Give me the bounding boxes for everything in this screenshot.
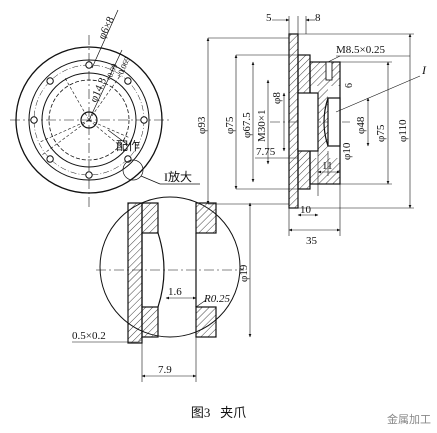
mounting-hole [46,77,54,85]
radius-label: R0.25 [203,293,230,305]
thread-hole [325,61,333,81]
mounting-hole [124,77,132,85]
hub-circle [48,79,130,161]
mounting-hole [140,116,148,124]
dim-11: 11 [322,160,333,172]
dim-6: 6 [344,83,355,88]
dim-10: 10 [300,204,312,216]
mounting-hole [85,61,93,69]
section-top-dims [272,16,315,34]
figure-caption: 图3 夹爪 [0,402,437,421]
mounting-hole [30,116,38,124]
detail-view: φ19 1.6 R0.25 0.5×0.2 7.9 [72,196,252,382]
bore-leader [88,49,123,121]
match-note-leader [107,129,129,146]
chamfer-leader-tip [137,336,143,343]
dim-7-9-lines [141,337,197,382]
dia-75-left: φ75 [224,116,236,134]
detail-boundary [99,196,241,338]
inner-rim-circle [28,59,150,181]
detail-callout-circle [122,159,144,181]
watermark: 金属加工 [387,414,431,426]
dim-8: 8 [315,12,321,24]
figure-number: 图3 [190,405,211,420]
right-diameter-dims [298,33,414,209]
front-view: φ6×8 φ14.3 +0.09 +0.069 配作 I放大 [10,9,200,210]
detail-mark: I [421,63,427,77]
dia-48: φ48 [355,116,367,134]
dim-1-6: 1.6 [168,286,182,298]
dia-110: φ110 [397,119,409,142]
dim-7-75: 7.75 [256,146,276,158]
radius-leader [195,299,207,308]
section-bottom-dims [288,151,341,236]
thread-label: M8.5×0.25 [336,44,385,56]
thread-leader [327,55,341,63]
left-diameter-dims [206,37,298,205]
figure-title: 夹爪 [220,405,247,420]
section-body [288,33,341,209]
dia-67-5: φ67.5 [241,112,253,138]
detail-callout-label: I放大 [164,169,192,184]
detail-section [127,202,217,344]
detail-mark-leader [335,75,421,113]
dia-8: φ8 [271,92,283,104]
detail-callout-leader [140,175,161,185]
thread-m30: M30×1 [256,110,268,142]
dim-5: 5 [266,12,272,24]
bore-circle [80,111,98,129]
outer-rim-circle [15,46,163,194]
dia-75-right: φ75 [375,124,387,142]
dia-10: φ10 [341,142,353,160]
dia-93: φ93 [196,116,208,134]
mounting-hole [85,171,93,179]
holes-leader [91,9,119,69]
dia-19: φ19 [238,264,250,282]
chamfer-label: 0.5×0.2 [72,330,106,342]
match-note: 配作 [116,139,140,153]
mid-circle [41,72,137,168]
radial-pin-holes [39,75,131,156]
dim-7-9: 7.9 [158,364,172,376]
mounting-holes [30,61,148,179]
section-view: 5 8 M8.5×0.25 6 I φ93 φ75 φ67.5 M30×1 φ8… [196,12,427,247]
mounting-hole [46,155,54,163]
dim-35: 35 [306,235,318,247]
